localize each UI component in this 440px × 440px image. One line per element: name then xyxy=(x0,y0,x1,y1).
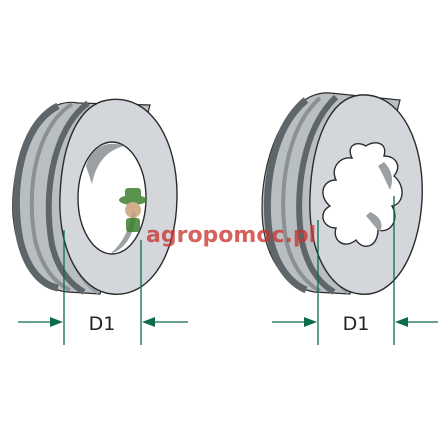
left-roller-groove xyxy=(29,102,74,292)
right-dimension xyxy=(272,196,438,345)
left-dimension xyxy=(18,230,188,345)
watermark: agropomoc.pl xyxy=(119,188,316,248)
right-arrowhead xyxy=(304,317,317,327)
right-arrowhead xyxy=(395,317,408,327)
left-dimension-label: D1 xyxy=(89,313,116,335)
right-dimension-label: D1 xyxy=(343,313,370,335)
right-roller-groove xyxy=(263,97,309,294)
right-roller-bore-wall xyxy=(366,212,382,232)
left-arrowhead xyxy=(142,317,155,327)
left-roller-groove xyxy=(12,102,60,292)
farmer-mascot-icon xyxy=(119,188,147,232)
right-roller-part xyxy=(261,92,423,295)
left-arrowhead xyxy=(50,317,63,327)
left-roller-groove xyxy=(45,100,90,295)
right-roller-bore-wall xyxy=(378,162,392,190)
right-roller-groove xyxy=(281,96,322,293)
watermark-text: agropomoc.pl xyxy=(146,223,316,248)
left-roller-bore-wall xyxy=(86,143,124,184)
left-roller-part xyxy=(12,98,178,295)
